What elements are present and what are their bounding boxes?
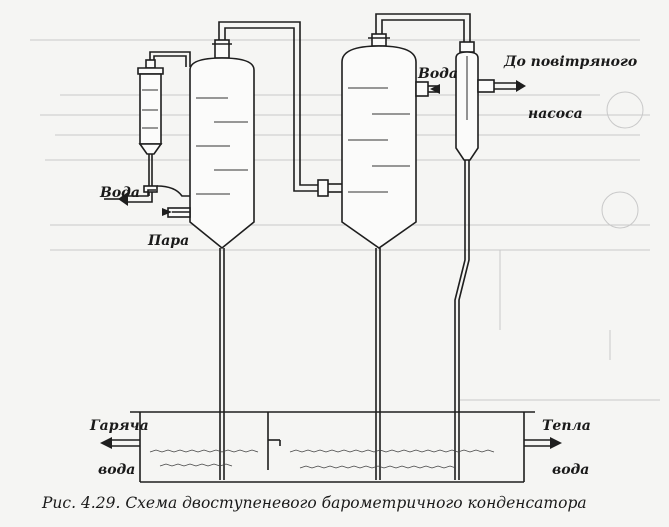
- condenser-stage-2: [342, 34, 440, 480]
- label-to-air-pump-2: насоса: [528, 106, 583, 122]
- warm-water-outlet-arrow: [550, 437, 562, 449]
- figure-caption: Рис. 4.29. Схема двоступеневого барометр…: [41, 494, 587, 512]
- label-steam-in: Пара: [147, 233, 189, 249]
- label-hot-water-2: вода: [98, 462, 135, 478]
- vapour-pipe-to-trap: [376, 14, 470, 42]
- label-water-in-left: Вода: [99, 185, 140, 201]
- label-warm-water-2: вода: [552, 462, 589, 478]
- small-receiver-column: [138, 52, 190, 196]
- separator-trap: [455, 42, 526, 480]
- label-hot-water-1: Гаряча: [89, 418, 149, 434]
- hot-water-outlet-arrow: [100, 437, 112, 449]
- label-water-in-right: Вода: [417, 66, 458, 82]
- to-air-pump-arrow: [516, 80, 526, 92]
- hot-well-tank: [100, 412, 562, 482]
- label-warm-water-1: Тепла: [542, 418, 591, 434]
- condenser-stage-1: [168, 40, 254, 480]
- label-to-air-pump-1: До повітряного: [503, 54, 637, 70]
